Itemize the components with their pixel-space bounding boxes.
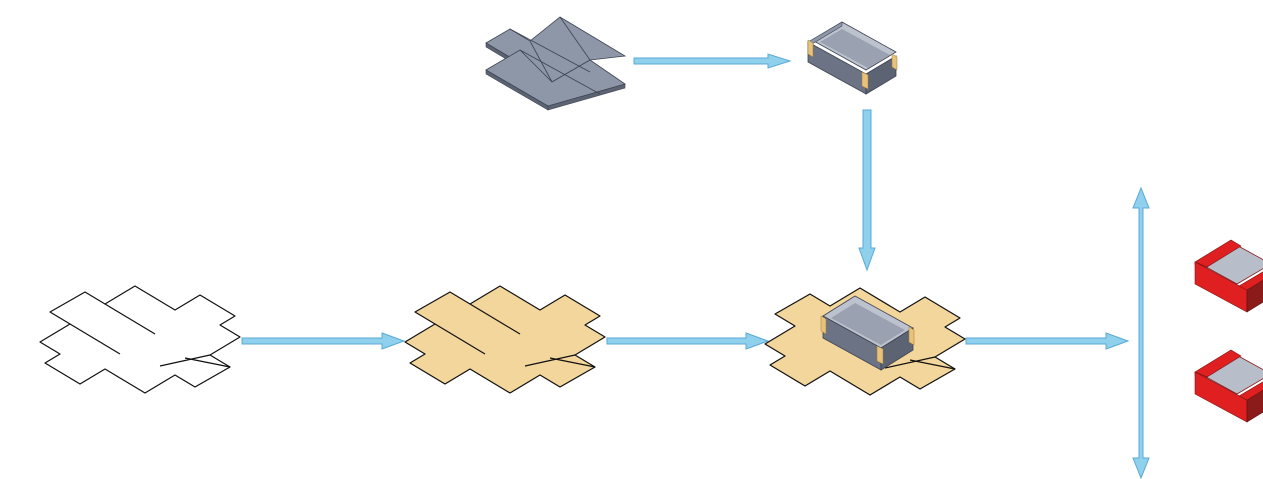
arrow-assembly-to-output bbox=[965, 332, 1130, 350]
outline-blank-icon bbox=[39, 285, 241, 394]
inserted-grey-box bbox=[820, 295, 915, 371]
box-on-blank-icon bbox=[764, 287, 966, 396]
grey-flat-blank-icon bbox=[485, 16, 627, 111]
arrow-kraft-to-assembly bbox=[606, 332, 770, 350]
arrow-grey-box-to-assembly bbox=[858, 109, 876, 272]
arrow-outline-to-kraft bbox=[241, 332, 406, 350]
arrow-grey-blank-to-grey-box bbox=[633, 53, 792, 69]
kraft-blank-icon bbox=[404, 285, 606, 394]
red-box-icon bbox=[1194, 239, 1263, 313]
grey-box-icon bbox=[807, 21, 898, 95]
red-box-icon bbox=[1194, 349, 1263, 423]
arrow-output-split-vertical bbox=[1132, 186, 1150, 479]
